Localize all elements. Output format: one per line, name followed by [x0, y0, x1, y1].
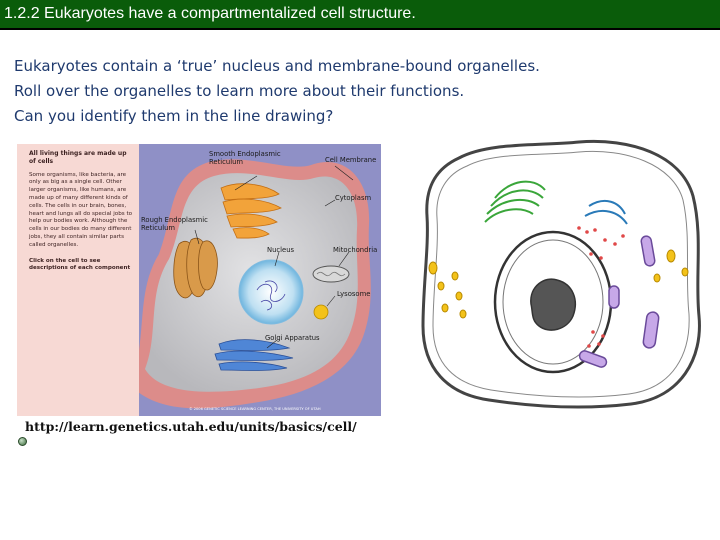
link-bullet-icon: [18, 437, 27, 446]
line-golgi: [484, 180, 546, 223]
label-cell-membrane[interactable]: Cell Membrane: [325, 156, 377, 164]
label-lysosome[interactable]: Lysosome: [337, 290, 371, 298]
golgi-shape: [214, 339, 294, 371]
title-bar: 1.2.2 Eukaryotes have a compartmentalize…: [0, 0, 720, 30]
slide-title: 1.2.2 Eukaryotes have a compartmentalize…: [4, 5, 416, 22]
smooth-er-shape: [220, 183, 282, 239]
label-nucleus[interactable]: Nucleus: [267, 246, 295, 254]
intro-line-2: Roll over the organelles to learn more a…: [14, 82, 465, 100]
label-smooth-er[interactable]: Smooth Endoplasmic Reticulum: [209, 150, 281, 166]
rough-er-shape: [173, 237, 218, 299]
intro-line-1: Eukaryotes contain a ‘true’ nucleus and …: [14, 57, 540, 75]
cell-diagram[interactable]: Smooth Endoplasmic Reticulum Cell Membra…: [139, 144, 381, 416]
line-lysosomes: [428, 249, 689, 319]
cell-illustration: [139, 159, 371, 409]
line-nucleolus: [530, 278, 577, 331]
nucleus-shape: [238, 259, 304, 325]
interactive-cell-panel[interactable]: All living things are made up of cells S…: [17, 144, 381, 416]
label-golgi[interactable]: Golgi Apparatus: [265, 334, 320, 342]
info-sidebar: All living things are made up of cells S…: [17, 144, 139, 416]
intro-line-3: Can you identify them in the line drawin…: [14, 107, 334, 125]
line-ribosomes: [577, 226, 625, 348]
sidebar-heading: All living things are made up of cells: [29, 150, 127, 165]
copyright-text: © 2006 GENETIC SCIENCE LEARNING CENTER, …: [189, 407, 321, 411]
label-mitochondria[interactable]: Mitochondria: [333, 246, 378, 254]
source-link[interactable]: http://learn.genetics.utah.edu/units/bas…: [25, 419, 357, 434]
line-rough-er: [584, 199, 628, 225]
sidebar-paragraph: Some organisms, like bacteria, are only …: [29, 171, 133, 248]
line-mitochondria: [578, 235, 660, 368]
lysosome-shape: [313, 304, 329, 320]
label-rough-er[interactable]: Rough Endoplasmic Reticulum: [141, 216, 208, 232]
sidebar-instruction: Click on the cell to see descriptions of…: [29, 257, 131, 272]
label-cytoplasm[interactable]: Cytoplasm: [335, 194, 372, 202]
cell-line-drawing[interactable]: [419, 136, 701, 410]
intro-text: Eukaryotes contain a ‘true’ nucleus and …: [14, 54, 674, 129]
